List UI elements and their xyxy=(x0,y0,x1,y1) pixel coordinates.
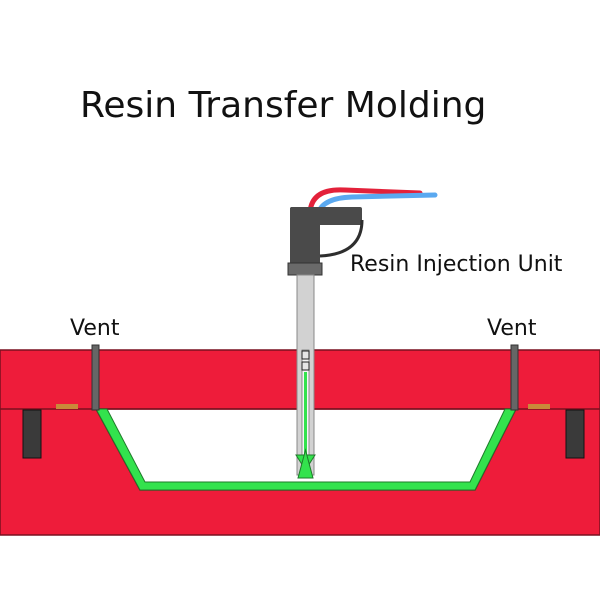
clamp-right xyxy=(565,409,585,459)
clamp-left xyxy=(22,409,42,459)
injection-unit-body xyxy=(290,207,320,265)
vent-label-left: Vent xyxy=(70,316,120,341)
vent-tube-left xyxy=(91,344,100,411)
injection-unit-collar xyxy=(287,262,323,276)
resin-fill xyxy=(95,408,517,491)
resin-gate xyxy=(297,448,314,479)
pipe-marker xyxy=(301,350,310,360)
seal-right xyxy=(528,404,550,409)
diagram-title: Resin Transfer Molding xyxy=(80,85,486,126)
seal-left xyxy=(56,404,78,409)
resin-injection-unit xyxy=(287,207,364,276)
pipe-marker xyxy=(301,361,310,371)
injection-unit-label: Resin Injection Unit xyxy=(350,252,563,277)
vent-label-right: Vent xyxy=(487,316,537,341)
vent-tube-right xyxy=(510,344,519,411)
injection-unit-handle xyxy=(319,219,364,258)
